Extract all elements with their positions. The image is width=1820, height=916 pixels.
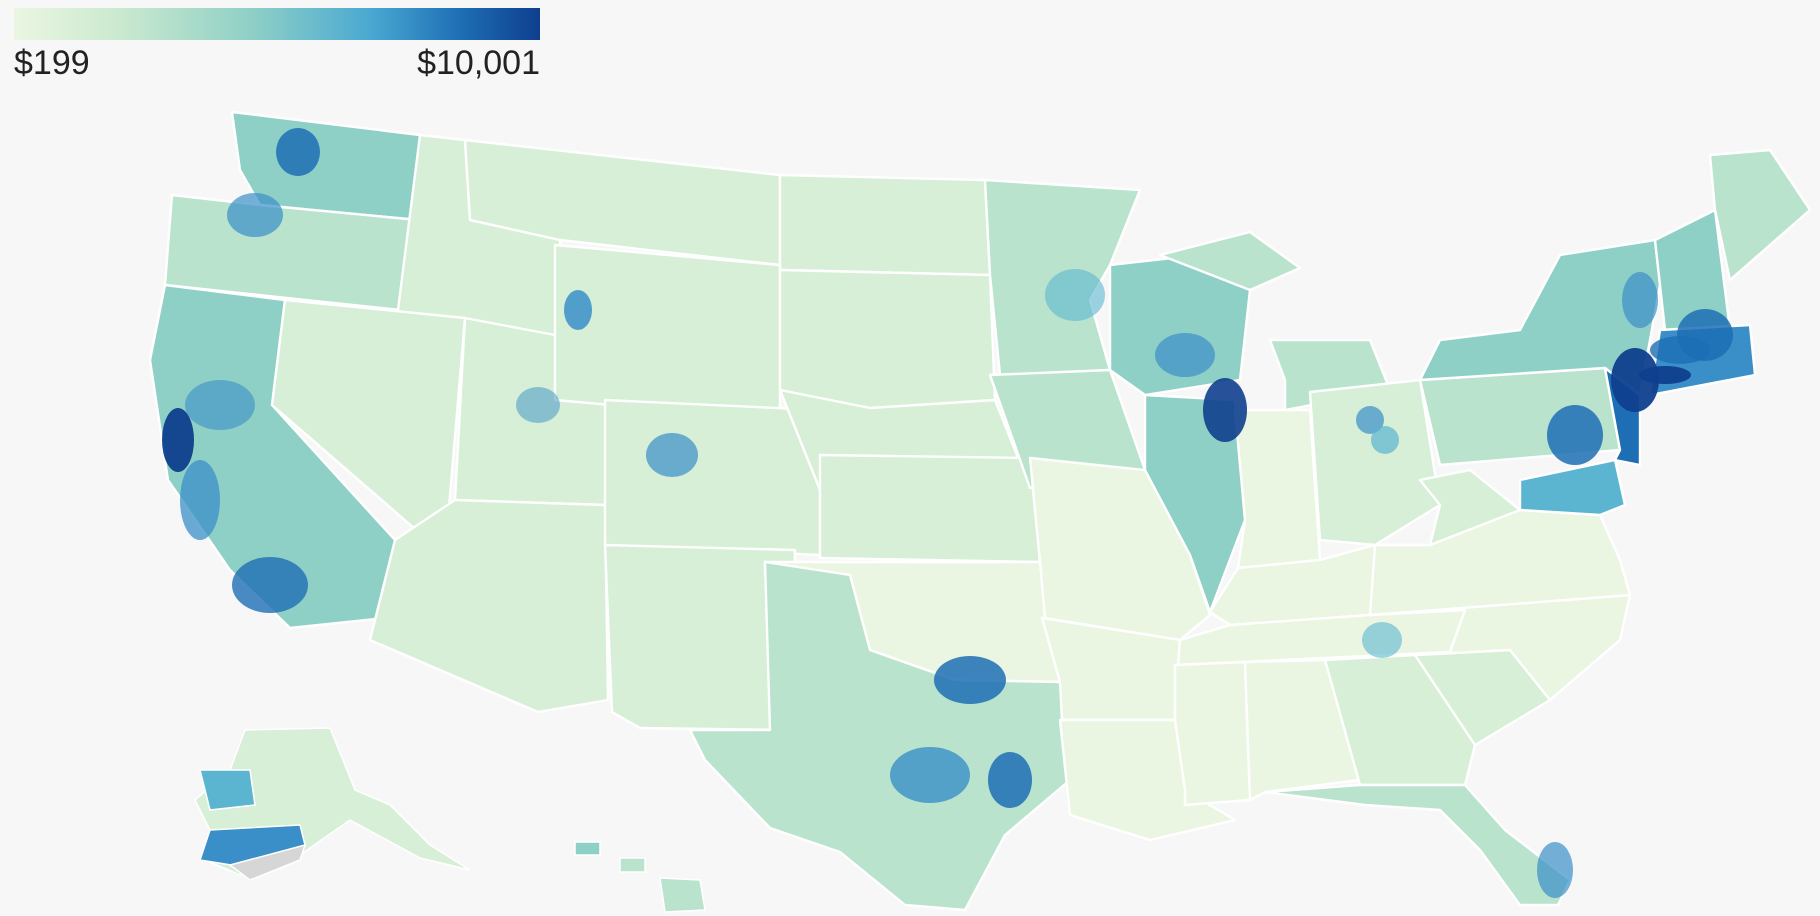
shade-boise xyxy=(564,290,592,330)
state-layer xyxy=(148,110,1812,912)
state-maryland-delaware xyxy=(1518,458,1627,517)
inset-alaska-south xyxy=(228,843,307,881)
state-georgia xyxy=(1323,653,1477,787)
legend-min-label: $199 xyxy=(14,44,90,82)
shade-albany xyxy=(1622,272,1658,328)
inset-hawaii-oahu xyxy=(574,841,601,856)
shade-central-coast xyxy=(180,460,220,540)
shade-chicago xyxy=(1203,378,1247,442)
shade-new-york-city xyxy=(1611,348,1659,412)
shade-minneapolis xyxy=(1045,269,1105,321)
state-kansas xyxy=(818,453,1042,564)
high-value-areas xyxy=(162,128,1733,898)
inset-hawaii-maui xyxy=(619,857,646,873)
inset-layer xyxy=(194,727,706,913)
shade-atlanta xyxy=(1362,622,1402,658)
state-north-carolina xyxy=(1368,593,1632,702)
shade-seattle xyxy=(276,128,320,176)
shade-long-island xyxy=(1639,366,1691,384)
shade-sf-bay xyxy=(162,408,194,472)
state-wyoming xyxy=(553,243,782,422)
legend-max-label: $10,001 xyxy=(417,44,540,82)
state-ohio xyxy=(1308,378,1442,547)
shade-houston xyxy=(988,752,1032,808)
state-north-dakota xyxy=(778,173,992,277)
state-texas xyxy=(688,560,1072,912)
inset-hawaii-big-island xyxy=(659,877,706,913)
shade-columbus xyxy=(1371,426,1399,454)
shade-milwaukee-madison xyxy=(1155,333,1215,377)
state-arizona xyxy=(368,498,610,714)
state-michigan-upper xyxy=(1158,230,1302,292)
state-alabama xyxy=(1243,658,1362,802)
shade-central-valley xyxy=(185,380,255,430)
shade-connecticut xyxy=(1650,336,1710,364)
shade-dallas xyxy=(934,656,1006,704)
color-legend: $199 $10,001 xyxy=(14,8,540,82)
state-indiana xyxy=(1233,408,1322,570)
shade-salt-lake xyxy=(516,387,560,423)
state-maine xyxy=(1708,148,1812,282)
shade-detroit xyxy=(1356,406,1384,434)
legend-gradient-bar xyxy=(14,8,540,40)
inset-alaska-west xyxy=(199,769,256,811)
state-colorado xyxy=(603,398,822,557)
state-mississippi xyxy=(1173,660,1252,807)
shade-los-angeles xyxy=(232,557,308,613)
state-south-dakota xyxy=(778,268,997,410)
state-florida xyxy=(1263,783,1572,907)
state-montana xyxy=(463,138,782,267)
shade-portland xyxy=(227,193,283,237)
shade-dc-baltimore xyxy=(1547,405,1603,465)
shade-austin-san-antonio xyxy=(890,747,970,803)
shade-denver xyxy=(646,433,698,477)
state-west-virginia xyxy=(1418,468,1522,547)
shade-south-florida xyxy=(1537,842,1573,898)
